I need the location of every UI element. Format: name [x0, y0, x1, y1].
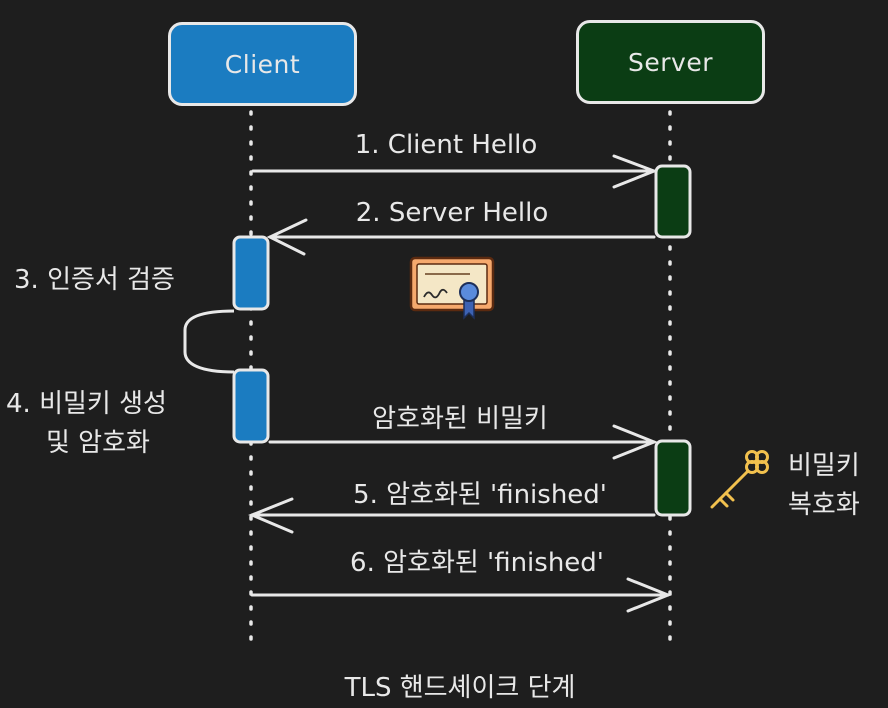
client-activation-1 [232, 235, 270, 311]
note-generate-key-line2: 및 암호화 [46, 428, 150, 458]
client-label: Client [224, 49, 301, 79]
self-loop-arrow [183, 309, 235, 374]
note-verify-certificate: 3. 인증서 검증 [14, 265, 175, 295]
certificate-icon [409, 256, 495, 320]
client-participant: Client [168, 22, 357, 106]
message-encrypted-key: 암호화된 비밀키 [372, 404, 548, 434]
arrow-client-hello [251, 154, 659, 189]
arrow-encrypted-key [268, 424, 659, 460]
diagram-caption: TLS 핸드셰이크 단계 [344, 673, 576, 703]
message-finished-client: 6. 암호화된 'finished' [350, 548, 604, 578]
note-generate-key-line1: 4. 비밀키 생성 [6, 389, 167, 419]
note-decrypt-key-line1: 비밀키 [788, 451, 860, 481]
message-finished-server: 5. 암호화된 'finished' [353, 480, 607, 510]
note-decrypt-key-line2: 복호화 [788, 490, 860, 520]
key-icon [710, 450, 769, 509]
server-participant: Server [576, 20, 765, 104]
arrow-finished-client [250, 577, 673, 613]
arrow-server-hello [266, 218, 656, 256]
arrow-finished-server [248, 497, 656, 534]
message-server-hello: 2. Server Hello [355, 198, 549, 228]
server-label: Server [628, 47, 713, 77]
server-activation-2 [654, 439, 692, 517]
server-activation-1 [654, 164, 692, 239]
client-activation-2 [232, 368, 270, 444]
message-client-hello: 1. Client Hello [354, 130, 538, 160]
